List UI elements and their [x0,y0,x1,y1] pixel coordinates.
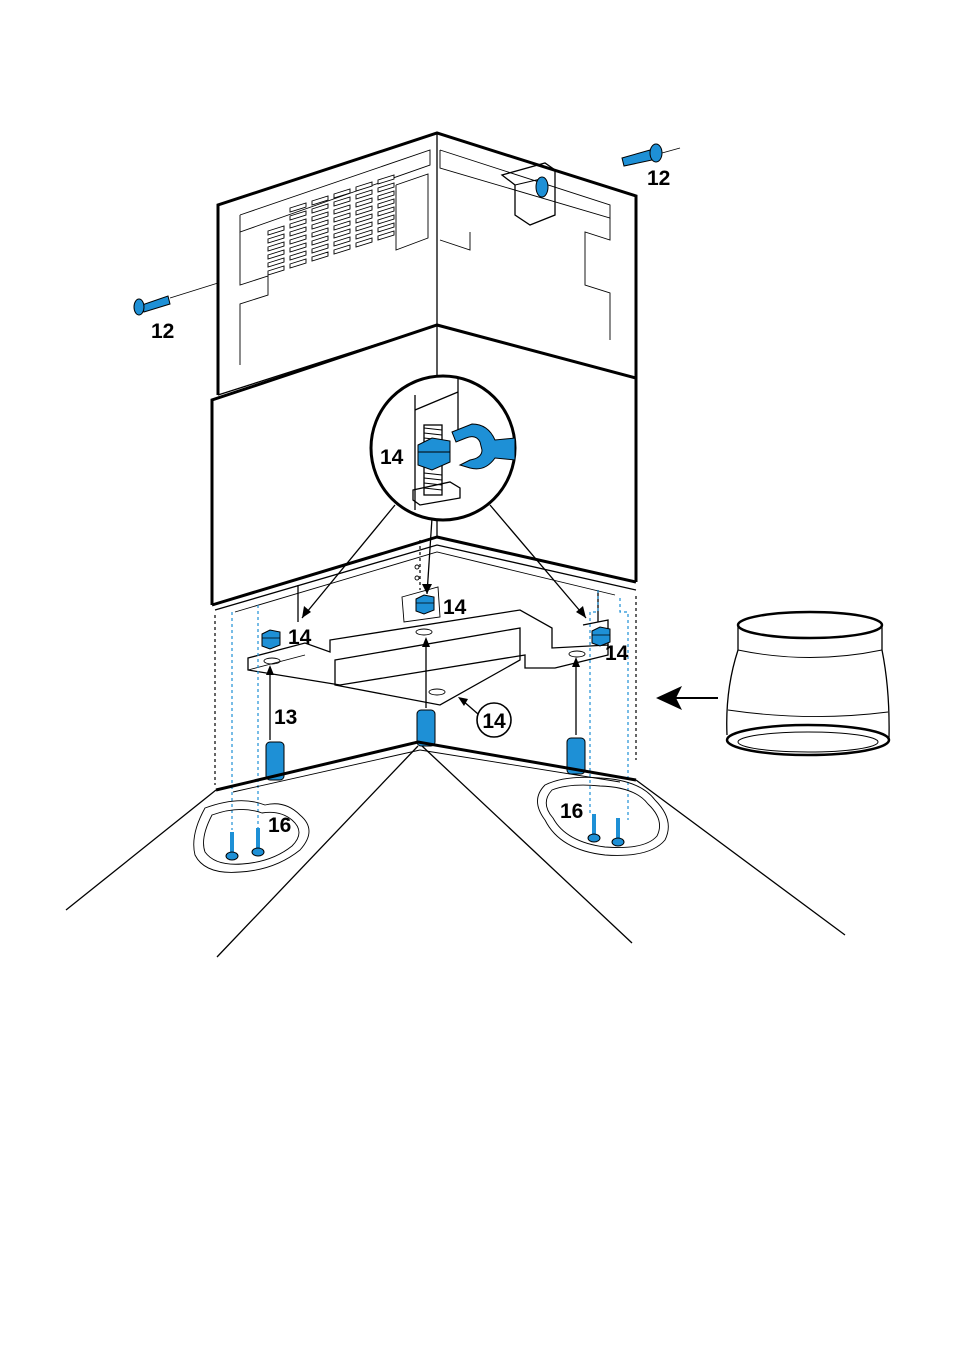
arrow-icon [656,686,718,710]
callout-circled-14: 14 [482,710,506,733]
screw-icon [622,144,680,166]
duct-adapter [727,612,889,755]
studs [266,710,585,780]
screw-icon [588,814,600,842]
callout-screws-right: 16 [560,800,583,823]
hood-body [66,742,845,957]
callout-screw-right: 12 [647,167,670,190]
callout-nut-right: 14 [605,642,629,665]
callout-screw-left: 12 [151,320,174,343]
screw-icon [134,283,218,315]
callout-screws-left: 16 [268,814,291,837]
screw-icon [252,828,264,856]
screw-icon [612,818,624,846]
callout-nut-center: 14 [443,596,467,619]
screw-recess-left [194,801,309,873]
nut-icon [262,630,280,649]
callout-detail-nut: 14 [380,446,404,469]
callout-stud: 13 [274,706,297,729]
nut-icon [416,595,434,614]
screw-icon [226,832,238,860]
callout-nut-left: 14 [288,626,312,649]
